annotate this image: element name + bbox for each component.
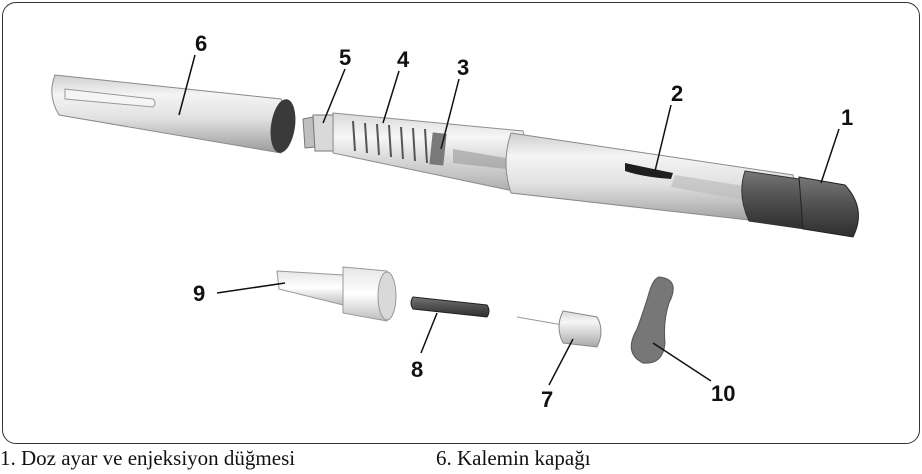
pen-cap (51, 74, 296, 154)
callout-10: 10 (711, 381, 735, 406)
callout-3: 3 (457, 55, 469, 80)
callout-4: 4 (397, 47, 410, 72)
callout-8: 8 (411, 357, 423, 382)
figure-frame: 1 2 3 4 5 6 7 8 9 10 (2, 2, 920, 444)
needle-tab (630, 276, 674, 364)
callout-9: 9 (193, 281, 205, 306)
outer-needle-cap (276, 266, 397, 322)
callout-6: 6 (195, 31, 207, 56)
callout-7: 7 (541, 387, 553, 412)
legend-item-6: 6. Kalemin kapağı (436, 446, 591, 470)
pen-diagram: 1 2 3 4 5 6 7 8 9 10 (51, 31, 859, 412)
dose-scale (352, 120, 428, 164)
needle (516, 310, 602, 348)
cartridge-holder (302, 112, 528, 194)
inner-needle-cap (410, 296, 490, 318)
pen-body (505, 132, 859, 238)
leader-lines (178, 54, 840, 386)
callout-5: 5 (339, 45, 351, 70)
legend-item-1: 1. Doz ayar ve enjeksiyon düğmesi (0, 446, 296, 470)
callout-1: 1 (841, 105, 853, 130)
callout-2: 2 (671, 81, 683, 106)
